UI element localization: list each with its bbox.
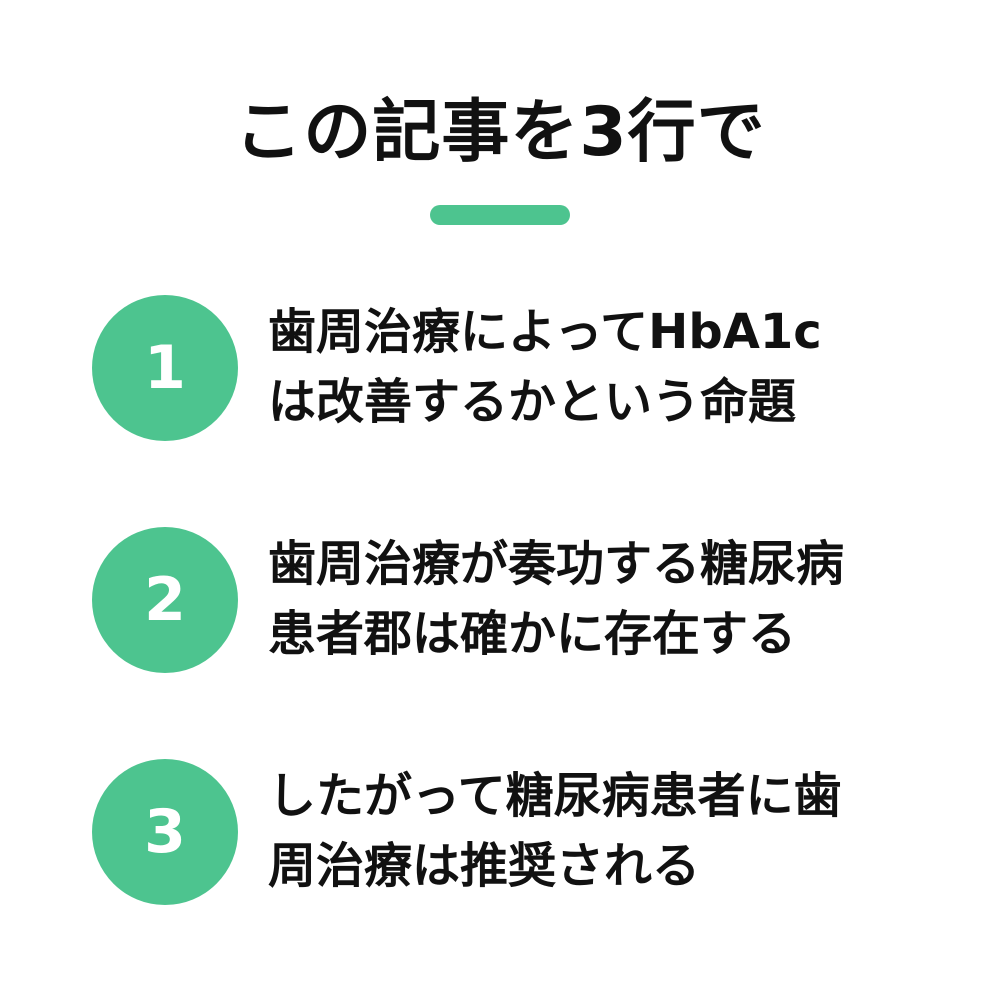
summary-line: 歯周治療によってHbA1c — [268, 304, 822, 360]
summary-line: 周治療は推奨される — [268, 838, 701, 894]
summary-text-3: したがって糖尿病患者に歯 周治療は推奨される — [268, 761, 968, 901]
summary-item-1: 1 歯周治療によってHbA1c は改善するかという命題 — [92, 293, 972, 443]
summary-item-2: 2 歯周治療が奏功する糖尿病 患者郡は確かに存在する — [92, 525, 972, 675]
summary-line: したがって糖尿病患者に歯 — [268, 768, 842, 824]
summary-line: 患者郡は確かに存在する — [268, 606, 797, 662]
summary-text-2: 歯周治療が奏功する糖尿病 患者郡は確かに存在する — [268, 529, 968, 669]
summary-line: 歯周治療が奏功する糖尿病 — [268, 536, 845, 592]
title-divider — [430, 205, 570, 225]
number-badge-1: 1 — [92, 295, 238, 441]
summary-line: は改善するかという命題 — [268, 374, 797, 430]
number-badge-2: 2 — [92, 527, 238, 673]
page-title: この記事を3行で — [234, 93, 766, 172]
number-badge-3: 3 — [92, 759, 238, 905]
summary-item-3: 3 したがって糖尿病患者に歯 周治療は推奨される — [92, 757, 972, 907]
summary-text-1: 歯周治療によってHbA1c は改善するかという命題 — [268, 297, 968, 437]
